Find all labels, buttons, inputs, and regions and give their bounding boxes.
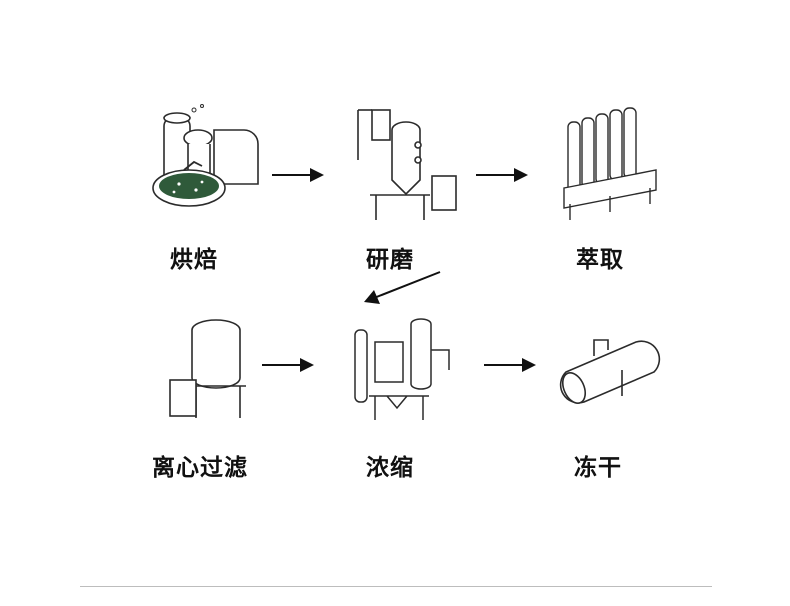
arrow-right-icon — [484, 358, 536, 372]
arrow-right-icon — [272, 168, 324, 182]
arrow-right-icon — [262, 358, 314, 372]
step-label: 浓缩 — [366, 455, 414, 481]
step-extraction — [540, 100, 680, 225]
step-label: 烘焙 — [170, 247, 218, 273]
bottom-divider — [80, 586, 712, 587]
centrifuge-icon — [169, 319, 246, 418]
step-concentration — [330, 310, 470, 425]
step-centrifuge — [140, 310, 280, 425]
concentrator-icon — [354, 318, 450, 420]
step-freeze-drying — [538, 320, 678, 420]
step-grinding — [330, 100, 470, 225]
freeze-dryer-icon — [559, 339, 661, 404]
step-label: 研磨 — [366, 247, 414, 273]
step-label: 冻干 — [574, 455, 622, 481]
roaster-icon — [152, 104, 259, 207]
step-roasting — [134, 100, 274, 225]
arrow-down-left-icon — [364, 271, 441, 304]
step-label: 离心过滤 — [152, 455, 248, 481]
extractor-icon — [563, 107, 657, 220]
step-label: 萃取 — [576, 247, 624, 273]
arrow-right-icon — [476, 168, 528, 182]
grinder-icon — [357, 109, 457, 220]
